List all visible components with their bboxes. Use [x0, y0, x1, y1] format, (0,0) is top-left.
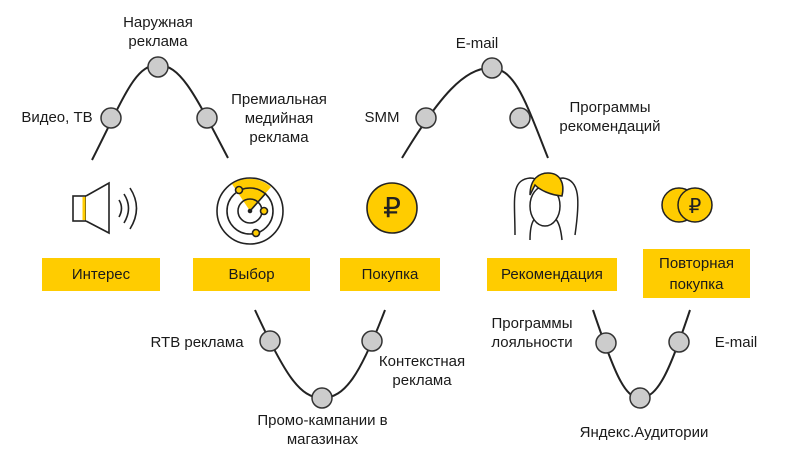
stage-choice: Выбор [193, 258, 310, 291]
dot [100, 107, 122, 129]
label-video-tv: Видео, ТВ [21, 109, 93, 126]
label-loyalty: Программы лояльности [491, 315, 573, 351]
radar-icon [216, 177, 284, 245]
svg-text:₽: ₽ [383, 191, 401, 224]
dot [415, 107, 437, 129]
dot [147, 56, 169, 78]
stage-recommendation: Рекомендация [487, 258, 617, 291]
dot [629, 387, 651, 409]
label-outdoor: Наружная реклама [123, 14, 193, 50]
ruble-coin-icon: ₽ [366, 182, 418, 234]
label-promo: Промо-кампании в магазинах [257, 412, 388, 448]
label-recommend-programs: Программы рекомендаций [559, 99, 661, 135]
curve-loyalty [592, 309, 691, 400]
speaker-icon [72, 181, 138, 235]
dot [509, 107, 531, 129]
label-smm: SMM [364, 109, 400, 126]
stage-purchase: Покупка [340, 258, 440, 291]
label-premium: Премиальная медийная реклама [231, 91, 327, 146]
dot [668, 331, 690, 353]
stage-interest: Интерес [42, 258, 160, 291]
dot [311, 387, 333, 409]
label-email-top: E-mail [455, 35, 499, 52]
dot [259, 330, 281, 352]
dot [595, 332, 617, 354]
label-rtb: RTB реклама [150, 334, 244, 351]
label-email-bottom: E-mail [714, 334, 758, 351]
dot [361, 330, 383, 352]
label-context: Контекстная реклама [378, 353, 466, 389]
people-icon [513, 172, 579, 241]
dot [196, 107, 218, 129]
stage-repeat-purchase: Повторная покупка [643, 249, 750, 298]
svg-text:₽: ₽ [689, 194, 702, 218]
label-yandex: Яндекс.Аудитории [579, 424, 709, 441]
coins-icon: ₽ [661, 187, 713, 223]
dot [481, 57, 503, 79]
curve-store [254, 309, 386, 400]
